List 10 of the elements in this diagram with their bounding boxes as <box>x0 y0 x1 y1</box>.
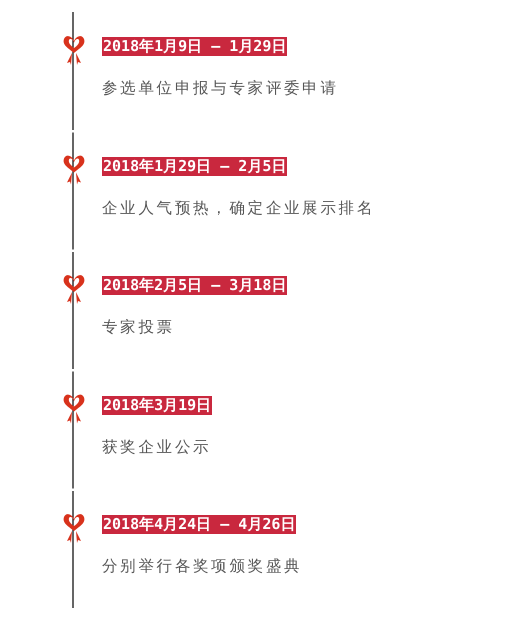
event-description: 企业人气预热，确定企业展示排名 <box>102 198 375 218</box>
event-description: 专家投票 <box>102 317 175 338</box>
date-band: 2018年4月24日 — 4月26日 <box>102 515 296 534</box>
date-band: 2018年3月19日 <box>102 396 212 414</box>
event-description: 参选单位申报与专家评委申请 <box>102 78 339 99</box>
date-band: 2018年1月29日 — 2月5日 <box>102 156 288 176</box>
date-band: 2018年1月9日 — 1月29日 <box>102 37 288 56</box>
event-description: 获奖企业公示 <box>102 436 212 458</box>
event-description: 分别举行各奖项颁奖盛典 <box>102 556 302 577</box>
date-band: 2018年2月5日 — 3月18日 <box>102 276 288 295</box>
